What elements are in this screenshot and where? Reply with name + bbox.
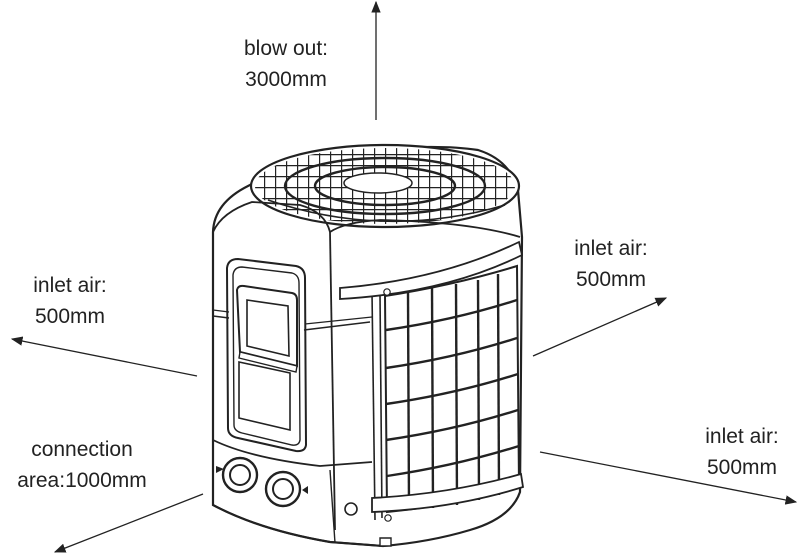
out-marker-icon <box>302 486 308 494</box>
label-inlet-right-upper: inlet air: 500mm <box>551 233 671 295</box>
arrow-inlet-left <box>10 336 198 377</box>
label-blow-out-line2: 3000mm <box>245 68 327 91</box>
label-inlet-left-line2: 500mm <box>34 305 106 328</box>
label-inlet-left: inlet air: 500mm <box>10 270 130 332</box>
label-inlet-right-lower-line2: 500mm <box>706 456 778 479</box>
label-inlet-right-upper-line1: inlet air: <box>574 237 648 260</box>
label-inlet-right-lower: inlet air: 500mm <box>684 421 800 483</box>
label-inlet-right-lower-line1: inlet air: <box>705 425 779 448</box>
label-inlet-left-line1: inlet air: <box>33 274 107 297</box>
drain-fitting <box>344 502 358 516</box>
label-inlet-right-upper-line2: 500mm <box>575 268 647 291</box>
in-marker-icon <box>216 466 224 473</box>
bottom-drain <box>379 537 392 547</box>
fan-hub <box>343 172 413 194</box>
coil-grid <box>385 273 520 511</box>
upper-band <box>339 240 524 300</box>
arrow-inlet-right-upper <box>532 297 668 357</box>
arrow-inlet-right-lower <box>539 451 798 505</box>
lower-band <box>371 472 525 513</box>
arrow-connection-area <box>53 493 204 553</box>
label-blow-out: blow out: 3000mm <box>226 33 346 95</box>
water-outlet-connector <box>264 470 302 508</box>
label-connection-area-line2: area:1000mm <box>17 469 147 492</box>
label-blow-out-line1: blow out: <box>243 37 329 60</box>
water-inlet-connector <box>221 456 259 494</box>
label-connection-area: connection area:1000mm <box>0 434 164 496</box>
label-connection-area-line1: connection <box>31 438 133 461</box>
